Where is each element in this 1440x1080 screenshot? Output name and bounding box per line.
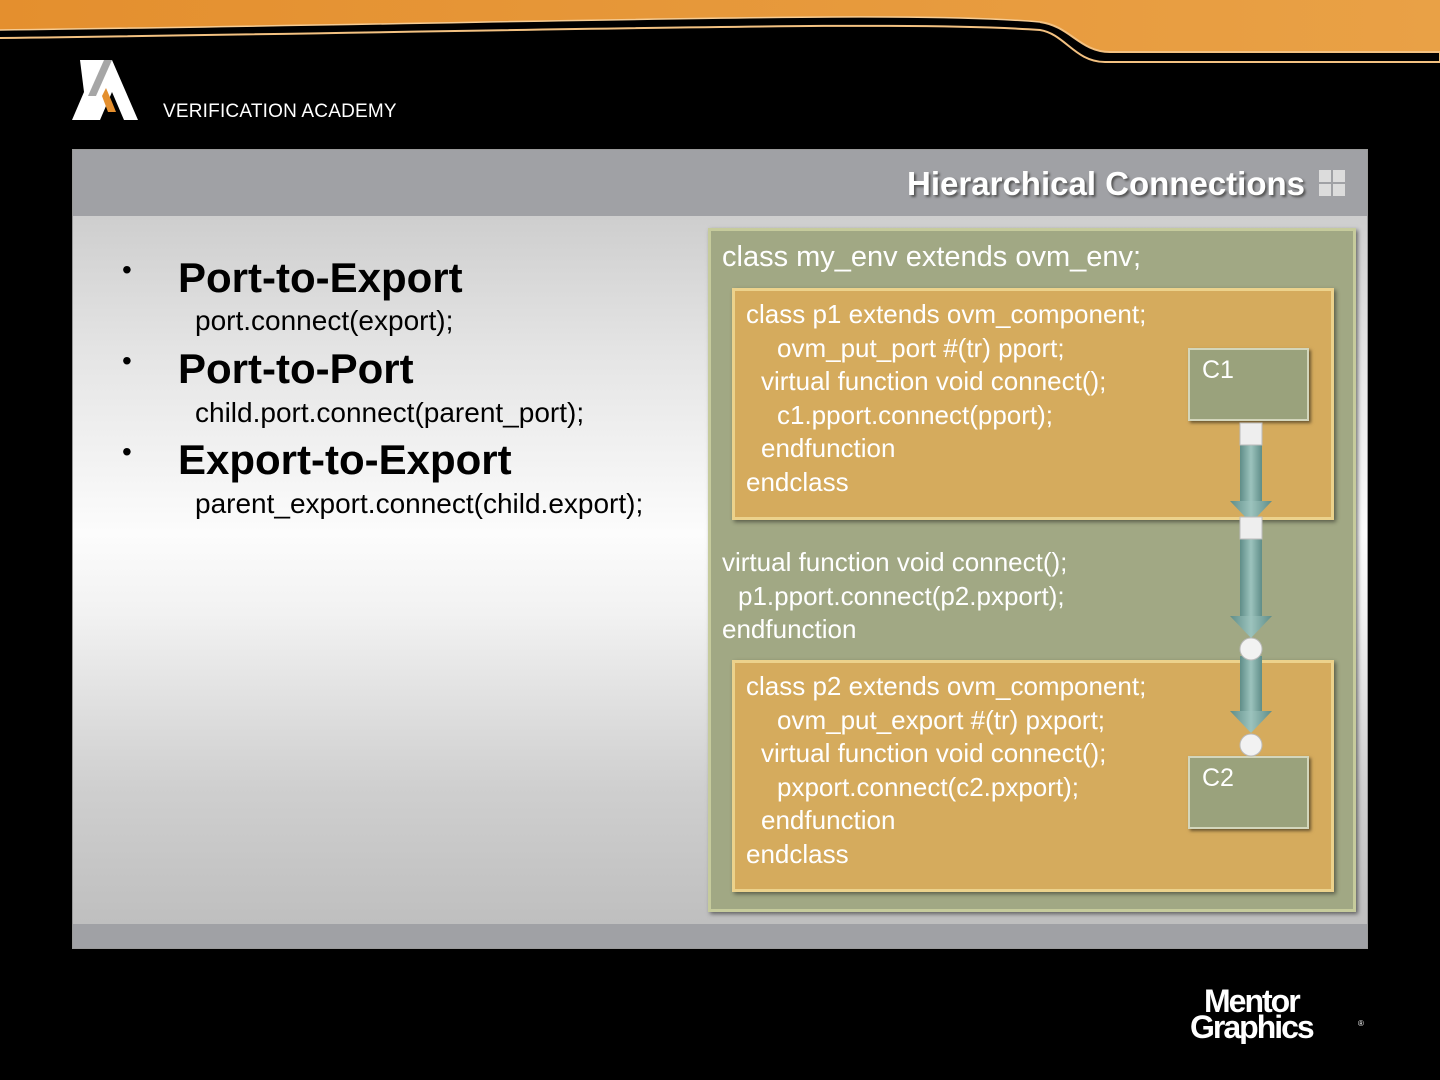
code-line: endfunction [722, 614, 857, 644]
p2-export-icon [1239, 637, 1263, 661]
bullet-dot: • [122, 345, 132, 376]
footer-bar [73, 924, 1367, 948]
p1-class-box: class p1 extends ovm_component; ovm_put_… [732, 288, 1334, 520]
logo-mark: ® [1358, 1019, 1364, 1028]
c2-export-icon [1239, 733, 1263, 757]
code-line: c1.pport.connect(pport); [777, 400, 1054, 430]
code-line: endfunction [761, 433, 896, 463]
c1-label: C1 [1202, 356, 1234, 384]
bullet-heading: Port-to-Port [178, 345, 414, 392]
code-line: ovm_put_port #(tr) pport; [777, 333, 1065, 363]
code-line: endclass [746, 839, 849, 869]
bullet-code: port.connect(export); [195, 305, 454, 336]
bullet-dot: • [122, 436, 132, 467]
p1-port-icon [1239, 516, 1263, 540]
connection-arrows [1230, 422, 1272, 757]
logo-line2: Graphics [1190, 1009, 1314, 1044]
code-line: virtual function void connect(); [722, 547, 1068, 577]
code-line: class p2 extends ovm_component; [746, 671, 1147, 701]
c2-component: C2 [1188, 756, 1309, 829]
logo-line1: Mentor [1204, 984, 1300, 1019]
code-line: virtual function void connect(); [761, 366, 1107, 396]
bullet-code: child.port.connect(parent_port); [195, 397, 585, 428]
bullet-dot: • [122, 254, 132, 285]
mentor-graphics-logo: Mentor Graphics ® [1190, 984, 1364, 1044]
code-line: endfunction [761, 805, 896, 835]
env-header: class my_env extends ovm_env; [722, 241, 1142, 273]
header-swoosh [0, 0, 1440, 63]
grid-icon [1319, 170, 1345, 196]
code-line: pxport.connect(c2.pxport); [777, 772, 1080, 802]
c1-component: C1 [1188, 348, 1309, 421]
bullet-heading: Port-to-Export [178, 254, 463, 301]
arrow-p1-to-p2 [1230, 539, 1272, 638]
c2-label: C2 [1202, 764, 1234, 792]
slide-title: Hierarchical Connections [907, 165, 1305, 202]
code-line: ovm_put_export #(tr) pxport; [777, 705, 1106, 735]
code-line: class p1 extends ovm_component; [746, 299, 1147, 329]
title-bar: Hierarchical Connections [73, 150, 1367, 216]
arrow-c1-to-p1 [1230, 445, 1272, 523]
arrow-p2-to-c2 [1230, 656, 1272, 733]
bullet-code: parent_export.connect(child.export); [195, 488, 644, 519]
bullet-heading: Export-to-Export [178, 436, 512, 483]
code-line: endclass [746, 467, 849, 497]
code-line: p1.pport.connect(p2.pxport); [738, 581, 1065, 611]
brand-name: VERIFICATION ACADEMY [163, 101, 397, 122]
c1-port-icon [1239, 422, 1263, 446]
verification-academy-logo [72, 60, 138, 120]
code-line: virtual function void connect(); [761, 738, 1107, 768]
my-env-diagram: class my_env extends ovm_env; class p1 e… [708, 228, 1356, 912]
